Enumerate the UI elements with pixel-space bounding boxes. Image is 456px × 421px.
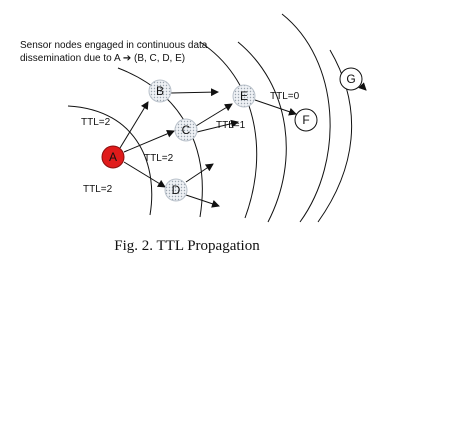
node-e-label: E (240, 89, 248, 103)
node-b-label: B (156, 84, 164, 98)
title-line-2: dissemination due to A ➔ (B, C, D, E) (20, 53, 185, 64)
ttl-label-a-b: TTL=2 (81, 117, 111, 128)
edge-d-up (185, 163, 214, 183)
node-f: F (294, 108, 318, 132)
ttl-boundary-arc-3 (199, 41, 258, 219)
node-e: E (232, 84, 256, 108)
node-c-label: C (182, 123, 191, 137)
node-b: B (148, 79, 172, 103)
node-d: D (164, 178, 188, 202)
ttl-label-c-e: TTL=1 (216, 120, 246, 131)
ttl-boundary-arc-4 (237, 41, 287, 223)
ttl-boundary-arc-5 (281, 13, 331, 223)
ttl-boundary-arc-1 (67, 105, 153, 216)
ttl-boundary-arc-6 (317, 49, 353, 223)
node-a-label: A (109, 150, 117, 164)
edge-c-e (195, 103, 233, 127)
node-g-arrow-icon (358, 82, 367, 91)
edge-c-right (196, 119, 239, 133)
edge-b-right (170, 88, 219, 97)
node-c: C (174, 118, 198, 142)
title-line-1: Sensor nodes engaged in continuous data (20, 40, 208, 51)
node-g-label: G (346, 72, 355, 86)
node-a: A (101, 145, 125, 169)
ttl-label-a-c: TTL=2 (144, 153, 174, 164)
ttl-label-e-f: TTL=0 (270, 91, 300, 102)
edge-a-c (123, 130, 175, 153)
node-f-label: F (302, 113, 309, 127)
node-g: G (339, 67, 367, 91)
node-d-label: D (172, 183, 181, 197)
edge-a-d (123, 161, 166, 188)
edge-e-f (254, 99, 297, 116)
edge-d-right (185, 194, 220, 208)
figure-caption: Fig. 2. TTL Propagation (114, 238, 260, 254)
ttl-label-a-d: TTL=2 (83, 184, 113, 195)
edge-a-b (119, 101, 149, 149)
